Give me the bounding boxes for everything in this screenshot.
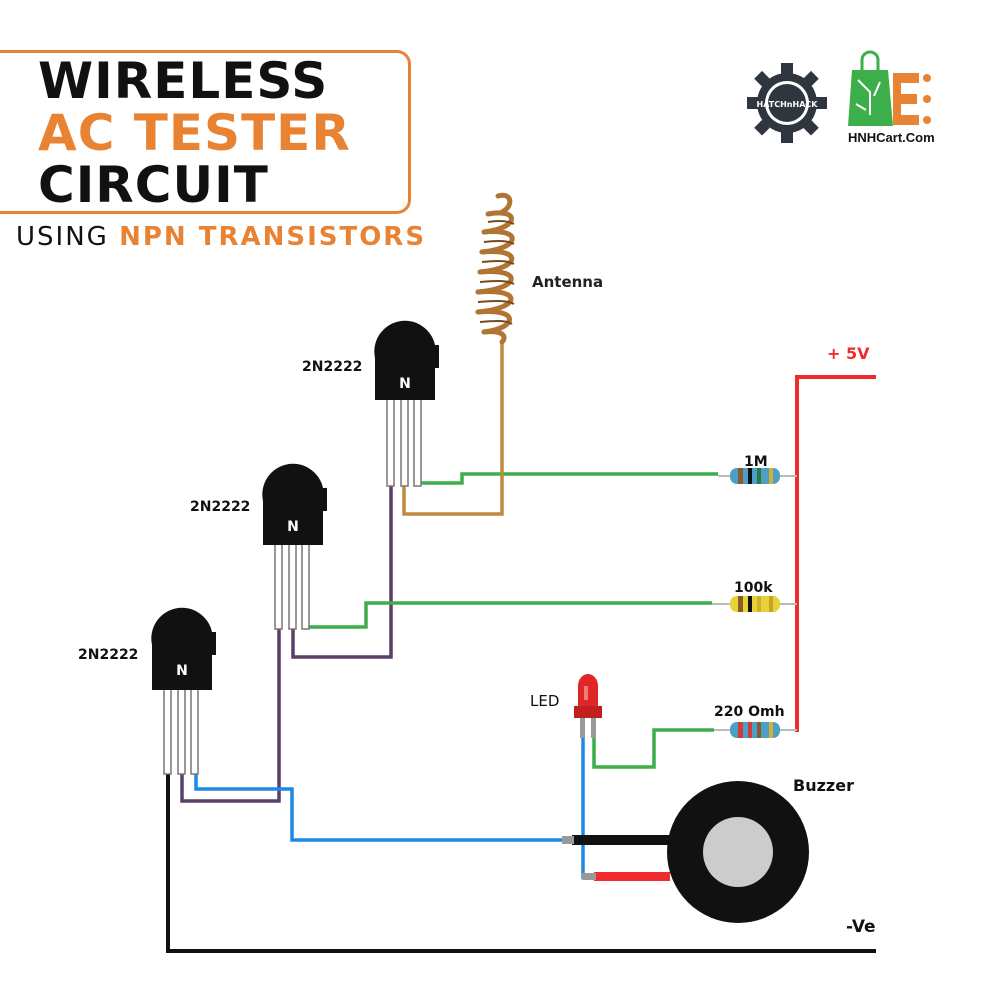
wire-blue-buzzer: [194, 773, 562, 842]
cart-logo: [848, 50, 931, 126]
wire-green-100k: [307, 601, 712, 629]
buzzer-lead-black-tip: [562, 836, 574, 844]
label-transistor-mid: 2N2222: [190, 499, 250, 515]
label-r1: 1M: [744, 454, 768, 470]
transistor-top-lead-2: [400, 397, 409, 487]
transistor-mid-body: [262, 463, 327, 545]
wire-black-ground: [166, 773, 876, 953]
label-r3: 220 Omh: [714, 704, 785, 720]
cart-logo-text: HNHCart.Com: [848, 130, 935, 145]
transistor-bot: [151, 607, 216, 775]
label-r2: 100k: [734, 580, 773, 596]
title-line-2: AC TESTER: [38, 104, 351, 162]
transistor-mid-lead-2: [288, 540, 297, 630]
transistor-top-lead-1: [386, 397, 395, 487]
subtitle-prefix: USING: [16, 222, 109, 252]
subtitle-highlight: NPN TRANSISTORS: [119, 222, 427, 252]
transistor-bot-lead-1: [163, 685, 172, 775]
transistor-bot-lead-2: [177, 685, 186, 775]
transistor-bot-lead-3: [190, 685, 199, 775]
title-line-1: WIRELESS: [38, 52, 329, 110]
label-buzzer: Buzzer: [793, 776, 854, 795]
label-antenna: Antenna: [532, 273, 603, 291]
title-frame: [0, 50, 411, 214]
wire-green-1m: [418, 472, 718, 485]
antenna-coil: [475, 192, 515, 345]
label-transistor-bot: 2N2222: [78, 647, 138, 663]
wire-green-led: [592, 728, 714, 769]
label-led: LED: [530, 692, 559, 710]
gear-logo-text: HATCHnHACK: [757, 100, 819, 109]
transistor-top-lead-3: [413, 397, 422, 487]
transistor-top: [374, 320, 439, 487]
resistor-220: [730, 722, 780, 738]
wire-plus5v-rail: [795, 375, 876, 732]
wire-brown-antenna: [402, 340, 504, 516]
label-neg: -Ve: [846, 917, 876, 937]
npn-mark-bot: N: [176, 663, 188, 679]
buzzer-lead-red: [594, 872, 670, 881]
npn-mark-mid: N: [287, 519, 299, 535]
resistor-100k: [730, 596, 780, 612]
label-transistor-top: 2N2222: [302, 359, 362, 375]
label-plus5v: + 5V: [827, 344, 870, 363]
transistor-mid-lead-3: [301, 540, 310, 630]
resistor-1m: [730, 468, 780, 484]
wire-purple-top: [291, 485, 393, 659]
transistor-mid: [262, 463, 327, 630]
gear-logo: HATCHnHACK: [747, 63, 827, 143]
buzzer-center: [703, 817, 773, 887]
subtitle: USING NPN TRANSISTORS: [16, 222, 426, 252]
npn-mark-top: N: [399, 376, 411, 392]
led: [574, 674, 602, 738]
transistor-bot-body: [151, 607, 216, 690]
transistor-top-body: [374, 320, 439, 400]
title-line-3: CIRCUIT: [38, 156, 269, 214]
transistor-mid-lead-1: [274, 540, 283, 630]
wire-purple-mid: [180, 628, 281, 803]
buzzer-lead-black: [572, 835, 670, 845]
buzzer-lead-red-tip: [582, 873, 596, 880]
antenna-coil-shade: [477, 219, 515, 325]
